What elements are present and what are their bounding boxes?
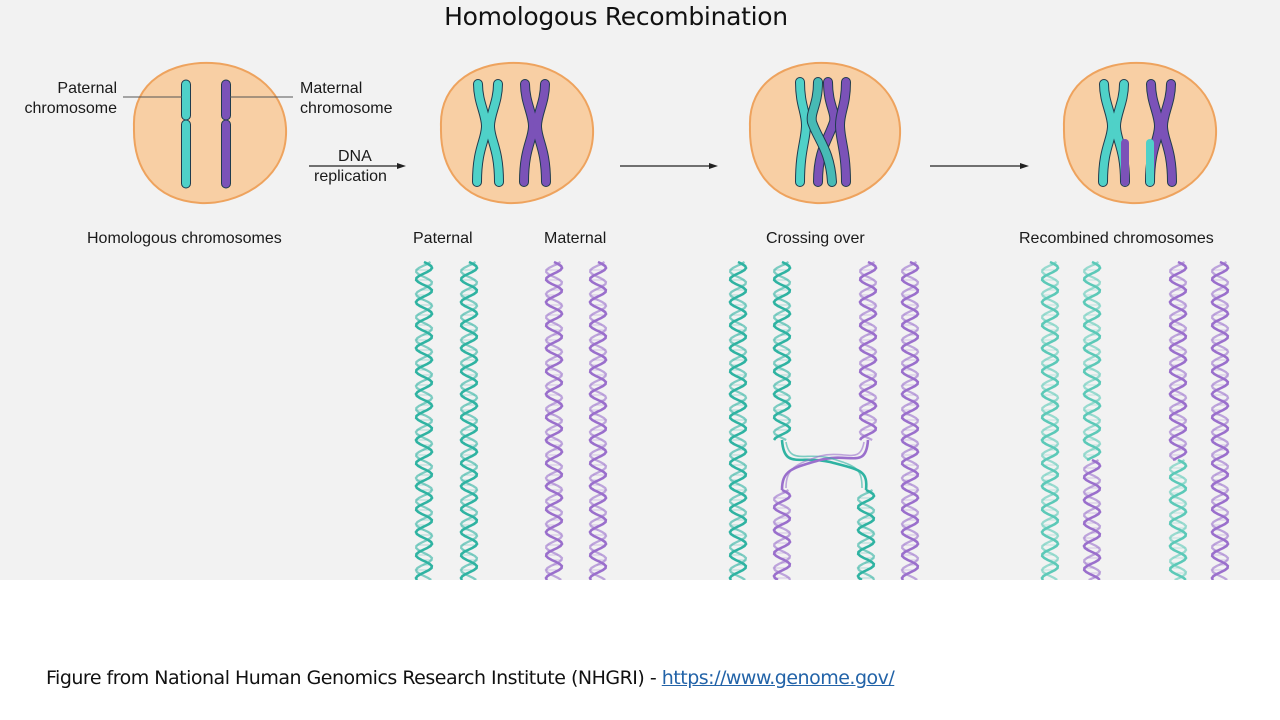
homologous-chromosomes-caption: Homologous chromosomes [87, 230, 282, 247]
maternal-chromosome-label-line1: Maternal [300, 80, 363, 97]
crossing-chromatid-4 [835, 78, 850, 186]
dna-recombined-paternal-2-bottom [1082, 458, 1102, 580]
dna-label: DNA [338, 148, 372, 165]
maternal-chromosome [221, 79, 231, 189]
dna-recombined-paternal-2-top [1082, 260, 1102, 462]
dna-maternal-1 [544, 260, 564, 580]
recombined-chromosomes-caption: Recombined chromosomes [1019, 230, 1214, 247]
dna-recombined-maternal-1-bottom [1168, 458, 1188, 580]
dna-crossing-maternal-outer [900, 260, 920, 580]
maternal-chromosome-label-line2: chromosome [300, 100, 393, 117]
genome-gov-link[interactable]: https://www.genome.gov/ [661, 667, 895, 689]
recombined-maternal-x-right-chromatid [1158, 80, 1176, 186]
recombination-diagram [123, 61, 1230, 580]
cell-homologous [132, 61, 288, 205]
dna-paternal-2 [459, 260, 479, 580]
maternal-x-chromosome [519, 79, 551, 187]
maternal-x-chromosome-right-chromatid [532, 80, 550, 186]
dna-crossing-maternal-inner-bottom [772, 488, 792, 580]
crossing-over-caption: Crossing over [766, 230, 865, 247]
dna-recombined-paternal-1 [1040, 260, 1060, 580]
dna-crossing-maternal-inner-top [858, 260, 878, 442]
junction-paternal-strand [780, 439, 868, 491]
crossing-chromatid-3 [807, 78, 836, 186]
crossing-chromatid-2 [814, 78, 839, 186]
dna-recombined-maternal-2 [1210, 260, 1230, 580]
arrow-to-recombined [930, 163, 1029, 169]
dna-crossing-paternal-inner-top [772, 260, 792, 442]
dna-crossing-paternal-inner-bottom [856, 488, 876, 580]
cell-recombined [1062, 61, 1218, 205]
paternal-caption: Paternal [413, 230, 473, 247]
dna-paternal-1 [414, 260, 434, 580]
figure-source-caption: Figure from National Human Genomics Rese… [46, 667, 895, 689]
dna-crossing-paternal-outer [728, 260, 748, 580]
junction-maternal-strand [780, 439, 870, 491]
arrow-dna-replication [309, 163, 406, 169]
figure-title: Homologous Recombination [444, 2, 788, 31]
paternal-x-chromosome-right-chromatid [485, 80, 503, 186]
paternal-chromosome-label-line2: chromosome [24, 100, 117, 117]
dna-maternal-2 [588, 260, 608, 580]
maternal-caption: Maternal [544, 230, 607, 247]
recombined-maternal-x [1145, 79, 1177, 187]
cell-replicated [439, 61, 595, 205]
recombined-paternal-x [1098, 79, 1130, 187]
dna-recombined-maternal-1-top [1168, 260, 1188, 462]
paternal-chromosome-label-line1: Paternal [57, 80, 117, 97]
source-text: Figure from National Human Genomics Rese… [46, 667, 662, 689]
crossing-chromatid-1 [796, 78, 811, 186]
dna-crossover-junction [780, 439, 870, 491]
paternal-chromosome [181, 79, 191, 189]
arrow-to-crossing [620, 163, 718, 169]
crossing-over-chromosomes [795, 77, 851, 187]
replication-label: replication [314, 168, 387, 185]
paternal-x-chromosome [472, 79, 504, 187]
